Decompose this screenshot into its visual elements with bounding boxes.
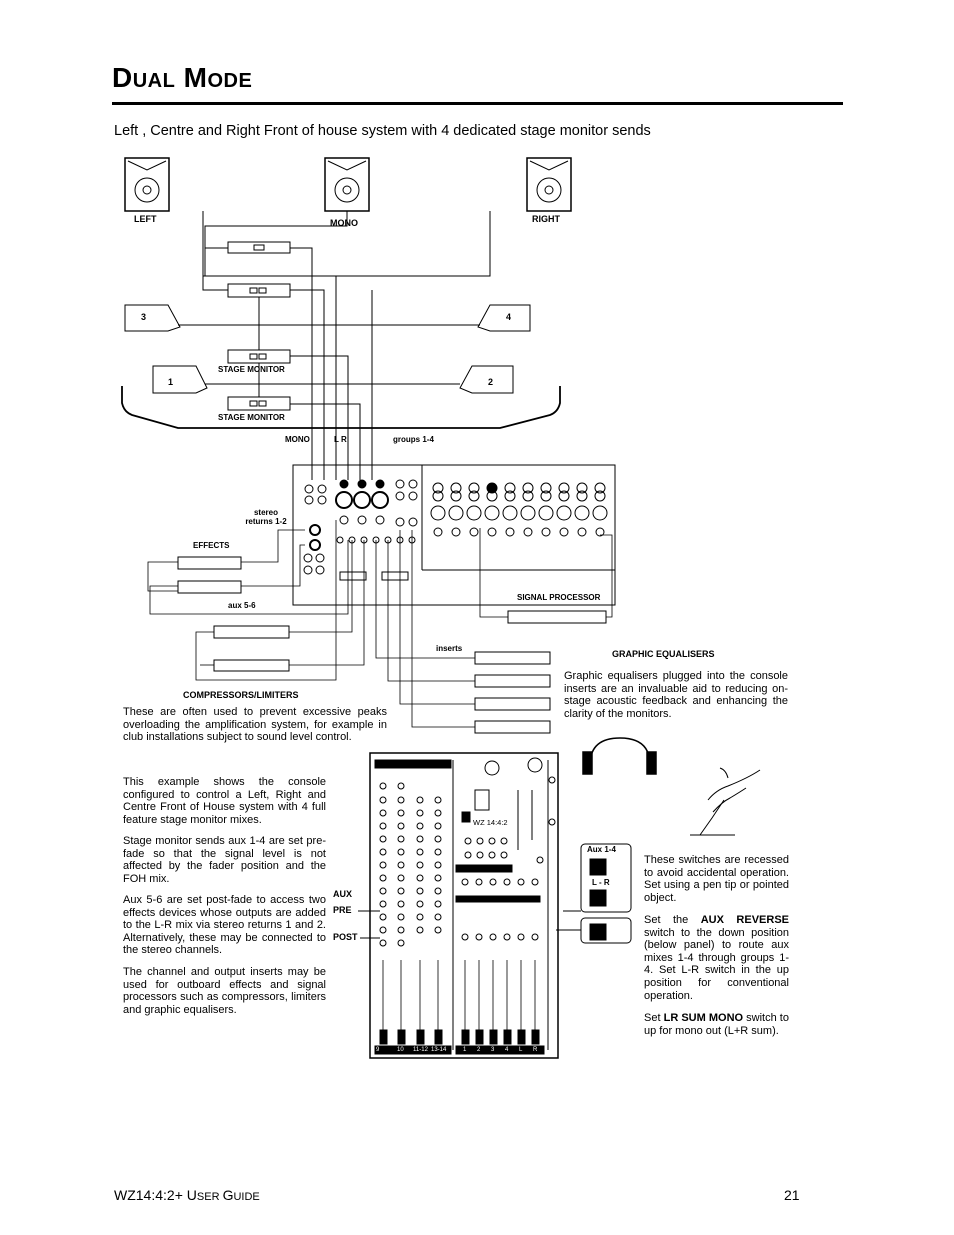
monitor-4-label: 4 [506, 312, 512, 322]
ch-label-2: 2 [477, 1047, 481, 1053]
outboard-units-icon [177, 556, 607, 734]
speaker-right-icon [526, 157, 572, 212]
stereo-returns-label: stereo returns 1-2 [245, 508, 287, 526]
switches-note: These switches are recessed to avoid acc… [644, 854, 789, 904]
speaker-mono-icon [324, 157, 370, 212]
page-subtitle: Left , Centre and Right Front of house s… [114, 123, 651, 139]
aux-label: AUX [333, 889, 353, 899]
monitor-wedge-icons [124, 304, 531, 394]
title-rule [112, 102, 843, 105]
monitor-2-label: 2 [488, 377, 494, 387]
rear-connectors-icon [303, 479, 608, 581]
signal-processor-label: SIGNAL PROCESSOR [517, 593, 601, 602]
speaker-left-icon [124, 157, 170, 212]
post-label: POST [333, 932, 358, 942]
paragraph-1: This example shows the console configure… [123, 776, 326, 826]
paragraph-2: Stage monitor sends aux 1-4 are set pre-… [123, 835, 326, 885]
aux56-label: aux 5-6 [228, 601, 256, 610]
lr-label: L - R [592, 878, 610, 887]
stage-monitor-label-2: STAGE MONITOR [218, 413, 285, 422]
ch-label-11-12: 11-12 [413, 1047, 428, 1053]
aux14-label: Aux 1-4 [587, 845, 616, 854]
ch-label-l: L [519, 1047, 523, 1053]
inserts-label: inserts [436, 644, 463, 653]
effects-label: EFFECTS [193, 541, 230, 550]
console-top-view [369, 752, 559, 1059]
ch-label-1: 1 [463, 1047, 467, 1053]
ch-label-9: 9 [376, 1047, 380, 1053]
speaker-left-label: LEFT [134, 214, 157, 224]
eq-description: Graphic equalisers plugged into the cons… [564, 670, 788, 720]
paragraph-4: The channel and output inserts may be us… [123, 966, 326, 1016]
lr-sum-mono-note: Set LR SUM MONO switch to up for mono ou… [644, 1012, 789, 1037]
bus-groups-label: groups 1-4 [393, 435, 434, 444]
pre-label: PRE [333, 905, 352, 915]
switch-detail-boxes [556, 843, 632, 944]
speaker-mono-label: MONO [330, 218, 358, 228]
ch-label-13-14: 13-14 [431, 1047, 447, 1053]
ch-label-r: R [533, 1047, 538, 1053]
page-number: 21 [784, 1187, 800, 1203]
console-rear-panel [292, 464, 616, 606]
footer-guide-title: WZ14:4:2+ USER GUIDE [114, 1187, 260, 1203]
headphones-icon [582, 737, 657, 775]
monitor-1-label: 1 [168, 377, 174, 387]
ch-label-10: 10 [397, 1047, 404, 1053]
stage-monitor-label-1: STAGE MONITOR [218, 365, 285, 374]
ch-label-3: 3 [491, 1047, 495, 1053]
page-title: DUAL MODE [112, 62, 253, 93]
graphic-eq-label: GRAPHIC EQUALISERS [612, 649, 715, 659]
speaker-right-label: RIGHT [532, 214, 560, 224]
compressors-label: COMPRESSORS/LIMITERS [183, 690, 299, 700]
bus-mono-label: MONO [285, 435, 310, 444]
ch-label-4: 4 [505, 1047, 509, 1053]
bus-lr-label: L R [334, 435, 347, 444]
paragraph-3: Aux 5-6 are set post-fade to access two … [123, 894, 326, 957]
console-model-label: WZ 14:4:2 [473, 818, 508, 827]
monitor-3-label: 3 [141, 312, 147, 322]
compressors-description: These are often used to prevent excessiv… [123, 706, 387, 744]
hand-with-pen-icon [690, 767, 761, 836]
aux-reverse-note: Set the AUX REVERSE switch to the down p… [644, 914, 789, 1002]
